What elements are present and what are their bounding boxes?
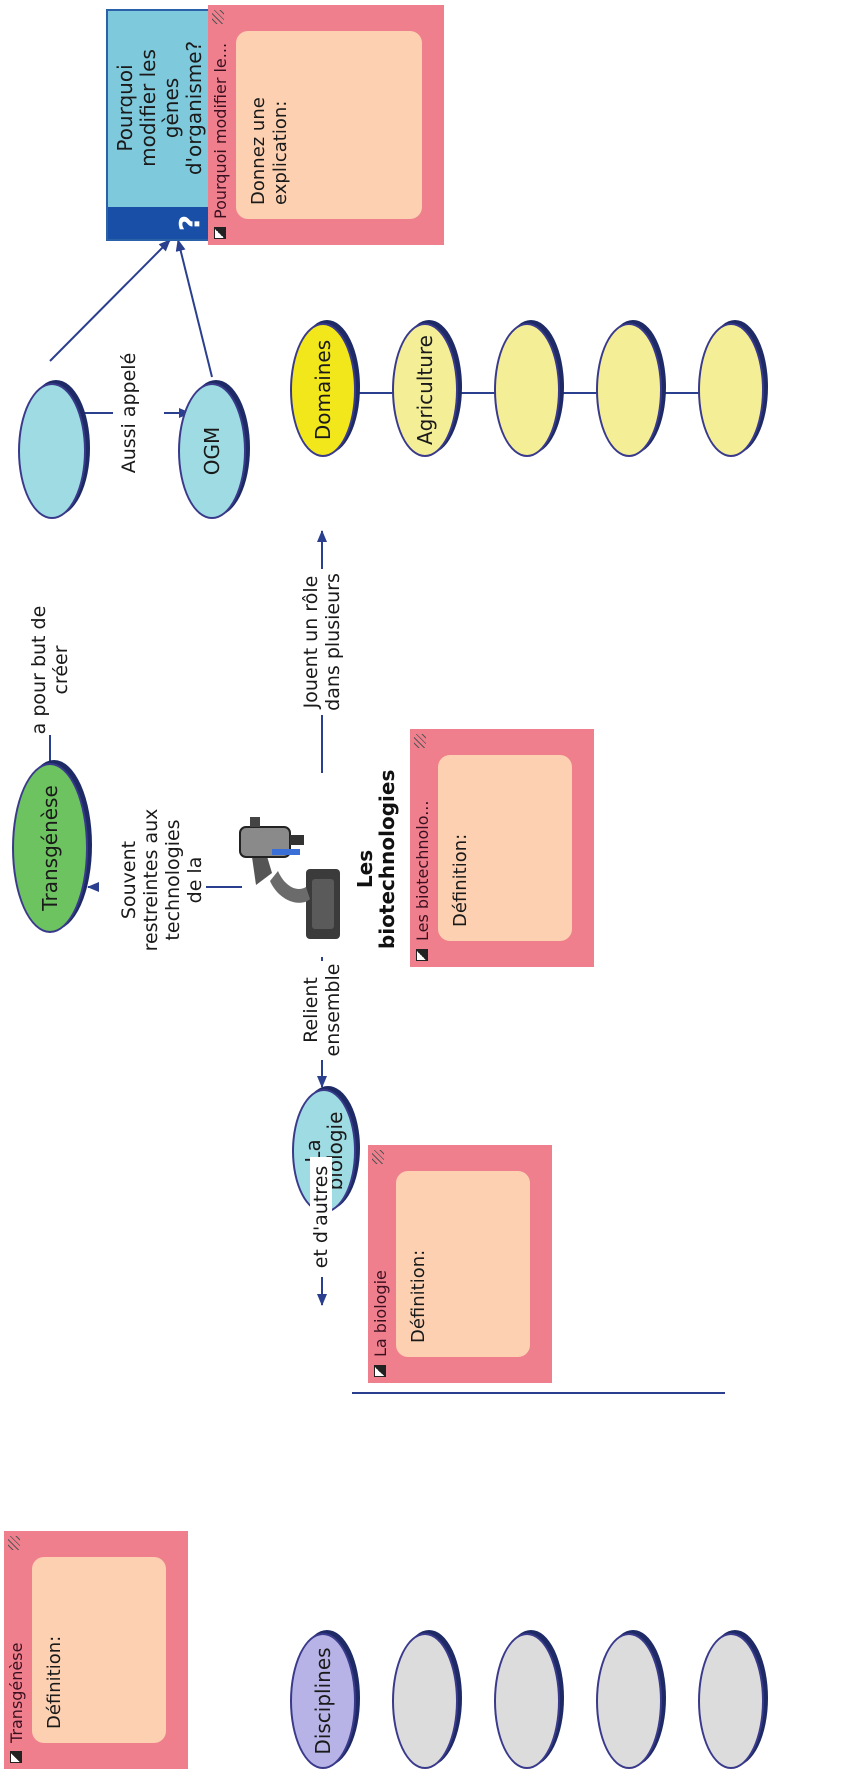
note-corner-icon[interactable] xyxy=(10,1751,22,1763)
note-transgenese-body[interactable]: Définition: xyxy=(32,1557,166,1743)
link-label-a-pour-but: a pour but de créer xyxy=(28,605,72,735)
note-biotech-body[interactable]: Définition: xyxy=(438,755,572,941)
question-text: Pourquoi modifier les gènes d'organisme? xyxy=(113,40,206,176)
node-domaine-5[interactable] xyxy=(698,323,764,457)
resize-grip-icon[interactable] xyxy=(212,10,224,24)
node-domaine-3[interactable] xyxy=(494,323,560,457)
note-biologie-title: La biologie xyxy=(371,1270,390,1357)
node-discipline-5[interactable] xyxy=(698,1633,764,1769)
node-transgenese-label: Transgénèse xyxy=(38,785,62,911)
node-agriculture[interactable]: Agriculture xyxy=(392,323,458,457)
node-transgenese[interactable]: Transgénèse xyxy=(12,763,88,933)
note-transgenese[interactable]: Transgénèse Définition: xyxy=(4,1531,188,1769)
microscope-icon xyxy=(236,813,348,943)
note-biotech[interactable]: Les biotechnolo... Définition: xyxy=(410,729,594,967)
note-pourquoi-title: Pourquoi modifier le... xyxy=(211,42,230,219)
center-title: Les biotechnologies xyxy=(353,769,399,949)
link-line-top-to-question xyxy=(49,239,171,362)
node-untitled-top[interactable] xyxy=(18,383,86,519)
resize-grip-icon[interactable] xyxy=(372,1150,384,1164)
node-ogm[interactable]: OGM xyxy=(178,383,246,519)
note-corner-icon[interactable] xyxy=(416,949,428,961)
note-corner-icon[interactable] xyxy=(374,1365,386,1377)
question-box[interactable]: ? Pourquoi modifier les gènes d'organisme… xyxy=(106,9,214,241)
link-label-souvent: Souvent restreintes aux technologies de … xyxy=(118,805,206,955)
resize-grip-icon[interactable] xyxy=(414,734,426,748)
link-line-ogm-to-question xyxy=(175,239,213,378)
link-label-aussi-appele: Aussi appelé xyxy=(118,351,140,475)
link-label-relient: Relient ensemble xyxy=(300,961,344,1059)
note-biologie-body[interactable]: Définition: xyxy=(396,1171,530,1357)
node-discipline-4[interactable] xyxy=(596,1633,662,1769)
resize-grip-icon[interactable] xyxy=(8,1536,20,1550)
node-ogm-label: OGM xyxy=(200,426,224,476)
note-corner-icon[interactable] xyxy=(214,227,226,239)
question-mark-glyph: ? xyxy=(173,214,206,232)
node-disciplines-label: Disciplines xyxy=(311,1647,335,1755)
node-disciplines[interactable]: Disciplines xyxy=(290,1633,356,1769)
link-label-jouent: Jouent un rôle dans plusieurs xyxy=(300,569,344,715)
link-label-et-autres: et d'autres xyxy=(310,1157,332,1277)
node-domaines-label: Domaines xyxy=(311,339,335,441)
note-pourquoi-body[interactable]: Donnez une explication: xyxy=(236,31,422,219)
note-biotech-title: Les biotechnolo... xyxy=(413,800,432,941)
note-pourquoi[interactable]: Pourquoi modifier le... Donnez une expli… xyxy=(208,5,444,245)
node-domaines[interactable]: Domaines xyxy=(290,323,356,457)
question-mark-icon: ? xyxy=(108,207,212,239)
node-discipline-2[interactable] xyxy=(392,1633,458,1769)
node-domaine-4[interactable] xyxy=(596,323,662,457)
note-transgenese-title: Transgénèse xyxy=(7,1642,26,1743)
note-biologie[interactable]: La biologie Définition: xyxy=(368,1145,552,1383)
node-discipline-3[interactable] xyxy=(494,1633,560,1769)
node-agriculture-label: Agriculture xyxy=(413,335,437,445)
